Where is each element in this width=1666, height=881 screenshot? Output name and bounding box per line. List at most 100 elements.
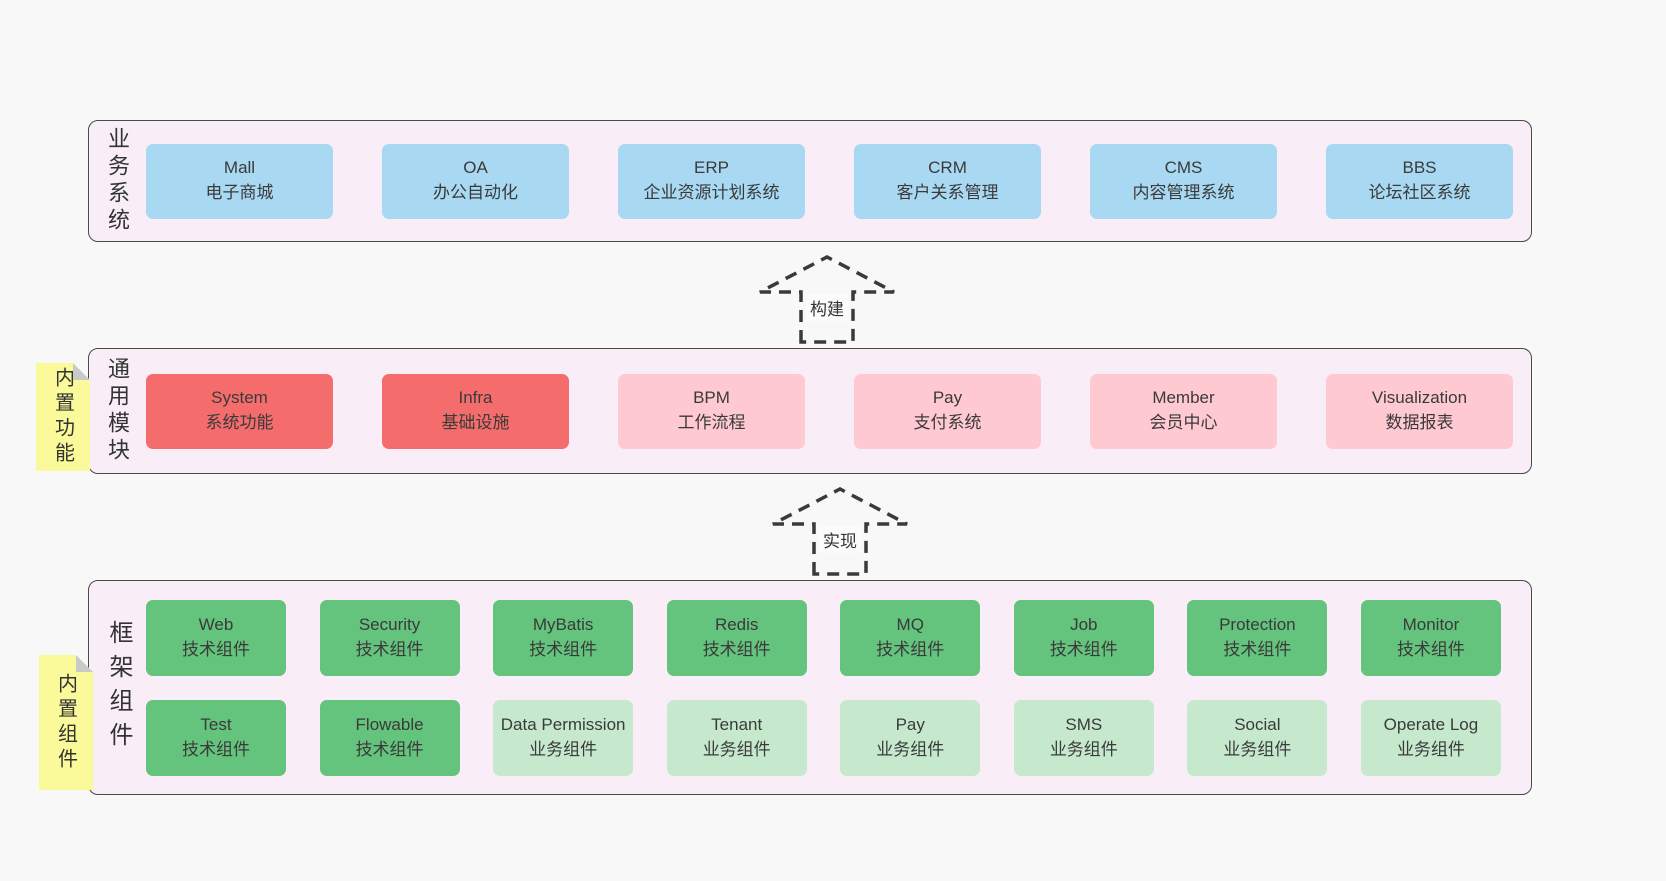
node-subtitle: 数据报表	[1385, 413, 1454, 432]
layer-label: 通用模块	[105, 357, 130, 465]
node-redis: Redis 技术组件	[666, 599, 807, 676]
node-visualization: Visualization 数据报表	[1326, 373, 1513, 449]
node-title: Mall	[223, 158, 256, 178]
node-system: System 系统功能	[146, 373, 333, 449]
node-subtitle: 系统功能	[205, 413, 274, 432]
node-subtitle: 技术组件	[702, 639, 771, 659]
node-title: BBS	[1402, 158, 1437, 178]
arrow-label: 实现	[819, 526, 861, 553]
node-title: Job	[1070, 614, 1098, 634]
layer-common-modules-panel: 通用模块 System 系统功能 Infra 基础设施 BPM 工作流程 Pay 支付系统 Me…	[88, 348, 1532, 474]
node-subtitle: 客户关系管理	[896, 183, 999, 202]
node-title: Pay	[895, 714, 925, 734]
node-title: Test	[200, 714, 232, 734]
node-subtitle: 基础设施	[441, 413, 510, 432]
node-subtitle: 业务组件	[1223, 739, 1292, 759]
node-title: Social	[1234, 714, 1281, 734]
node-subtitle: 业务组件	[1396, 739, 1465, 759]
node-subtitle: 业务组件	[529, 739, 598, 759]
node-web: Web 技术组件	[146, 599, 286, 676]
node-subtitle: 业务组件	[1049, 739, 1118, 759]
node-member: Member 会员中心	[1090, 373, 1277, 449]
node-title: OA	[463, 158, 488, 178]
node-pay: Pay 业务组件	[840, 699, 981, 776]
node-title: Operate Log	[1383, 714, 1479, 734]
node-monitor: Monitor 技术组件	[1360, 599, 1501, 676]
node-subtitle: 技术组件	[1396, 639, 1465, 659]
layer-boxes-area: System 系统功能 Infra 基础设施 BPM 工作流程 Pay 支付系统 Member 会…	[146, 349, 1513, 473]
node-subtitle: 企业资源计划系统	[643, 183, 780, 202]
node-title: MyBatis	[532, 614, 594, 634]
node-title: Redis	[714, 614, 759, 634]
node-title: BPM	[693, 388, 730, 408]
node-subtitle: 业务组件	[876, 739, 945, 759]
up-arrow-icon	[772, 487, 908, 576]
implement-arrow: 实现	[765, 486, 915, 576]
layer-label: 业务系统	[105, 127, 130, 235]
node-flowable: Flowable 技术组件	[319, 699, 460, 776]
node-subtitle: 内容管理系统	[1132, 183, 1235, 202]
node-subtitle: 电子商城	[205, 183, 274, 202]
node-title: MQ	[896, 614, 924, 634]
node-subtitle: 工作流程	[677, 413, 746, 432]
node-title: Flowable	[355, 714, 424, 734]
node-title: System	[211, 388, 268, 408]
sticky-note-builtin-components: 内置组件	[39, 655, 93, 790]
node-title: Member	[1152, 388, 1215, 408]
node-title: Visualization	[1371, 388, 1468, 408]
node-subtitle: 会员中心	[1149, 413, 1218, 432]
node-subtitle: 技术组件	[1049, 639, 1118, 659]
node-job: Job 技术组件	[1013, 599, 1154, 676]
node-operate-log: Operate Log 业务组件	[1360, 699, 1501, 776]
node-subtitle: 技术组件	[876, 639, 945, 659]
node-title: CRM	[928, 158, 967, 178]
node-title: Tenant	[711, 714, 763, 734]
up-arrow-icon	[759, 255, 895, 344]
node-subtitle: 论坛社区系统	[1368, 183, 1471, 202]
node-sms: SMS 业务组件	[1013, 699, 1154, 776]
node-title: Infra	[458, 388, 493, 408]
node-pay: Pay 支付系统	[854, 373, 1041, 449]
sticky-note-builtin-features: 内置功能	[36, 363, 90, 471]
node-title: Monitor	[1402, 614, 1460, 634]
node-title: ERP	[694, 158, 729, 178]
node-erp: ERP 企业资源计划系统	[618, 143, 805, 219]
node-security: Security 技术组件	[319, 599, 460, 676]
node-mq: MQ 技术组件	[840, 599, 981, 676]
node-subtitle: 业务组件	[702, 739, 771, 759]
node-bbs: BBS 论坛社区系统	[1326, 143, 1513, 219]
node-title: CMS	[1164, 158, 1203, 178]
node-social: Social 业务组件	[1187, 699, 1328, 776]
layer-label: 框架组件	[105, 619, 132, 756]
node-title: Protection	[1219, 614, 1296, 634]
node-crm: CRM 客户关系管理	[854, 143, 1041, 219]
node-title: Security	[358, 614, 421, 634]
node-title: Web	[198, 614, 234, 634]
node-subtitle: 支付系统	[913, 413, 982, 432]
node-mybatis: MyBatis 技术组件	[493, 599, 634, 676]
node-subtitle: 技术组件	[182, 639, 250, 659]
arrow-label: 构建	[806, 294, 848, 321]
node-subtitle: 技术组件	[355, 739, 424, 759]
node-title: SMS	[1065, 714, 1103, 734]
node-subtitle: 技术组件	[355, 639, 424, 659]
node-mall: Mall 电子商城	[146, 143, 333, 219]
node-title: Data Permission	[500, 714, 626, 734]
box-row: System 系统功能 Infra 基础设施 BPM 工作流程 Pay 支付系统 Member 会…	[146, 373, 1513, 449]
node-tenant: Tenant 业务组件	[666, 699, 807, 776]
note-text: 内置组件	[54, 672, 77, 773]
build-arrow: 构建	[752, 254, 902, 344]
node-data-permission: Data Permission 业务组件	[493, 699, 634, 776]
node-title: Pay	[932, 388, 963, 408]
node-protection: Protection 技术组件	[1187, 599, 1328, 676]
node-subtitle: 技术组件	[1223, 639, 1292, 659]
node-subtitle: 技术组件	[529, 639, 598, 659]
